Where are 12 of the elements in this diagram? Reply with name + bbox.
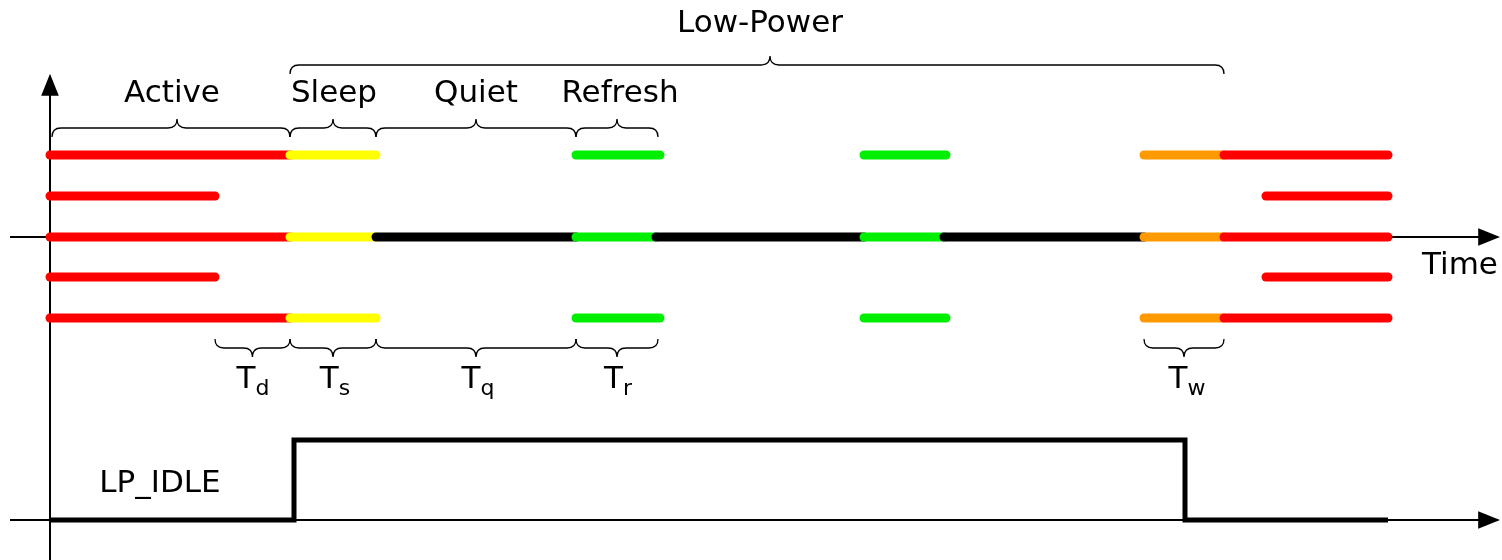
- phase-label: Quiet: [434, 74, 518, 109]
- axis-label: Time: [1422, 246, 1498, 281]
- signal-label: LP_IDLE: [99, 464, 221, 499]
- phase-label: Sleep: [290, 74, 378, 109]
- phase-label: Active: [124, 74, 220, 109]
- duration-label: T$_{s}$: [319, 360, 351, 400]
- duration-label: T$_{d}$: [236, 360, 270, 400]
- duration-label: T$_{q}$: [461, 360, 495, 400]
- phase-label: Low-Power: [677, 4, 843, 39]
- duration-label: T$_{r}$: [604, 360, 632, 400]
- duration-label: T$_{w}$: [1168, 360, 1206, 400]
- phase-label: Refresh: [561, 74, 679, 109]
